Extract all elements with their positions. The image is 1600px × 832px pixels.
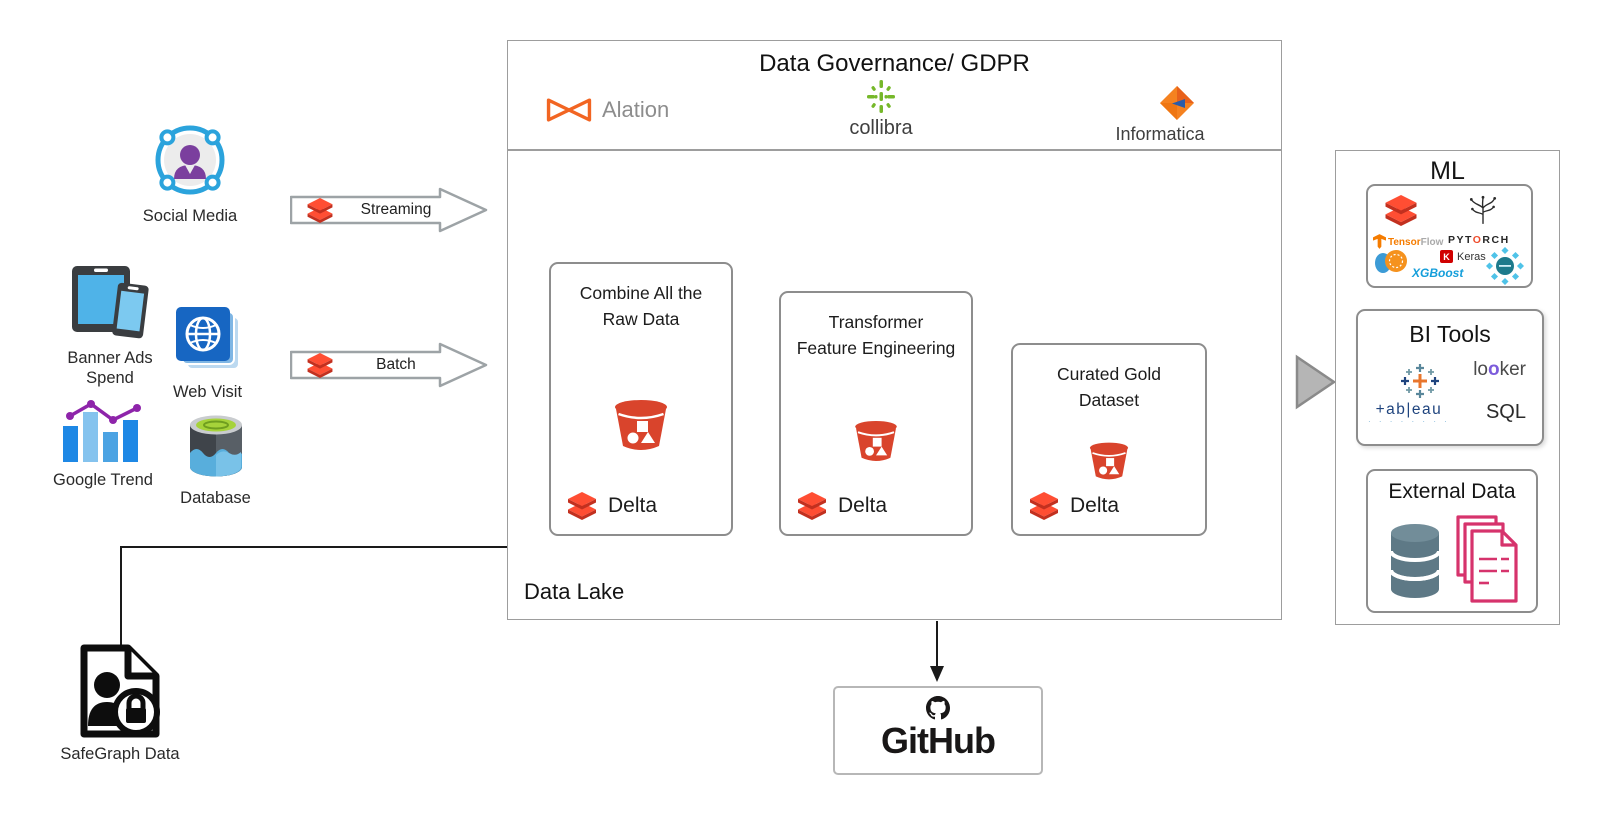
lake-to-panel-triangle — [1295, 354, 1337, 410]
source-banner-ads: Banner Ads Spend — [50, 258, 170, 388]
batch-arrow: Batch — [290, 342, 488, 388]
stage1-title: Combine All the Raw Data — [579, 283, 703, 330]
google-trend-icon — [63, 400, 141, 462]
social-media-icon — [155, 125, 225, 195]
delta-lake-icon — [798, 492, 826, 520]
alation-logo-icon — [546, 98, 592, 122]
governance-title: Data Governance/ GDPR — [759, 50, 1030, 77]
tensorflow-logo: TensorFlow — [1373, 232, 1443, 250]
collibra-label: collibra — [849, 117, 913, 139]
web-visit-label: Web Visit — [172, 383, 243, 401]
safegraph-connector — [120, 546, 531, 648]
google-trend-label: Google Trend — [53, 471, 153, 489]
informatica-logo-icon — [1160, 86, 1194, 120]
banner-ads-label: Banner Ads Spend — [67, 349, 153, 387]
github-box: GitHub — [833, 686, 1043, 775]
delta-lake-icon — [1030, 492, 1058, 520]
safegraph-label: SafeGraph Data — [60, 745, 180, 763]
bi-tools-title: BI Tools — [1409, 321, 1491, 347]
social-media-label: Social Media — [142, 207, 238, 225]
vendor-collibra: collibra — [826, 79, 936, 140]
stage3-delta: Delta — [1028, 492, 1119, 520]
stage3-title: Curated Gold Dataset — [1056, 364, 1162, 411]
collibra-logo-icon — [867, 80, 895, 113]
xgboost-logo: XGBoost — [1412, 266, 1464, 280]
batch-label: Batch — [376, 356, 416, 373]
vendor-alation: Alation — [544, 95, 669, 125]
source-google-trend: Google Trend — [38, 400, 168, 490]
bi-tools-box: BI Tools looker +ab|eau · · · · · — [1356, 309, 1544, 446]
streaming-arrow: Streaming — [290, 187, 488, 233]
ml-library-icon — [1375, 250, 1407, 273]
source-database: Database — [168, 413, 263, 508]
keras-logo: K Keras — [1440, 250, 1486, 263]
source-social-media: Social Media — [120, 120, 260, 226]
ml-frameworks-box: TensorFlow PYTORCH K Keras XGBoost — [1366, 184, 1533, 288]
stage-transformer-features: Transformer Feature Engineering Delta — [779, 291, 973, 536]
databricks-icon — [307, 197, 333, 223]
ml-framework-icon — [1486, 247, 1524, 285]
ml-panel: ML — [1335, 150, 1560, 625]
pytorch-logo: PYTORCH — [1448, 234, 1510, 246]
stage2-delta: Delta — [796, 492, 887, 520]
data-lake-label: Data Lake — [524, 579, 625, 604]
databricks-icon — [307, 352, 333, 378]
external-data-title: External Data — [1388, 480, 1516, 503]
vendor-informatica: Informatica — [1100, 85, 1220, 145]
external-data-box: External Data — [1366, 469, 1538, 613]
bucket-icon — [1089, 442, 1129, 480]
banner-ads-icon — [72, 266, 149, 339]
delta-lake-icon — [568, 492, 596, 520]
source-web-visit: Web Visit — [160, 307, 255, 402]
stage2-title: Transformer Feature Engineering — [796, 312, 956, 359]
sql-label: SQL — [1485, 401, 1526, 423]
tensorflow-icon — [1373, 233, 1386, 249]
streaming-label: Streaming — [360, 201, 432, 218]
informatica-label: Informatica — [1115, 124, 1205, 144]
data-lake-box: Data Lake Combine All the Raw Data — [507, 150, 1282, 620]
stage-curated-gold: Curated Gold Dataset Delta — [1011, 343, 1207, 536]
database-label: Database — [180, 489, 251, 507]
stage-combine-raw-data: Combine All the Raw Data Delta — [549, 262, 733, 536]
github-label: GitHub — [881, 720, 996, 761]
stage1-delta: Delta — [566, 492, 657, 520]
tableau-icon — [1401, 364, 1439, 398]
tableau-logo: +ab|eau · · · · · · · · — [1368, 401, 1450, 426]
database-icon — [189, 415, 242, 477]
data-governance-box: Data Governance/ GDPR Alation coll — [507, 40, 1282, 150]
bucket-icon — [855, 421, 897, 461]
ml-panel-title: ML — [1430, 157, 1465, 185]
safegraph-icon — [80, 644, 160, 738]
alation-label: Alation — [602, 97, 670, 122]
looker-logo: looker — [1473, 359, 1526, 380]
databricks-icon — [1385, 195, 1417, 226]
source-safegraph: SafeGraph Data — [40, 642, 200, 764]
external-documents-icon — [1456, 515, 1518, 603]
github-octocat-icon — [926, 696, 950, 720]
bucket-icon — [615, 400, 667, 450]
decision-tree-icon — [1469, 195, 1497, 224]
web-visit-icon — [175, 307, 240, 370]
external-database-icon — [1389, 524, 1441, 598]
